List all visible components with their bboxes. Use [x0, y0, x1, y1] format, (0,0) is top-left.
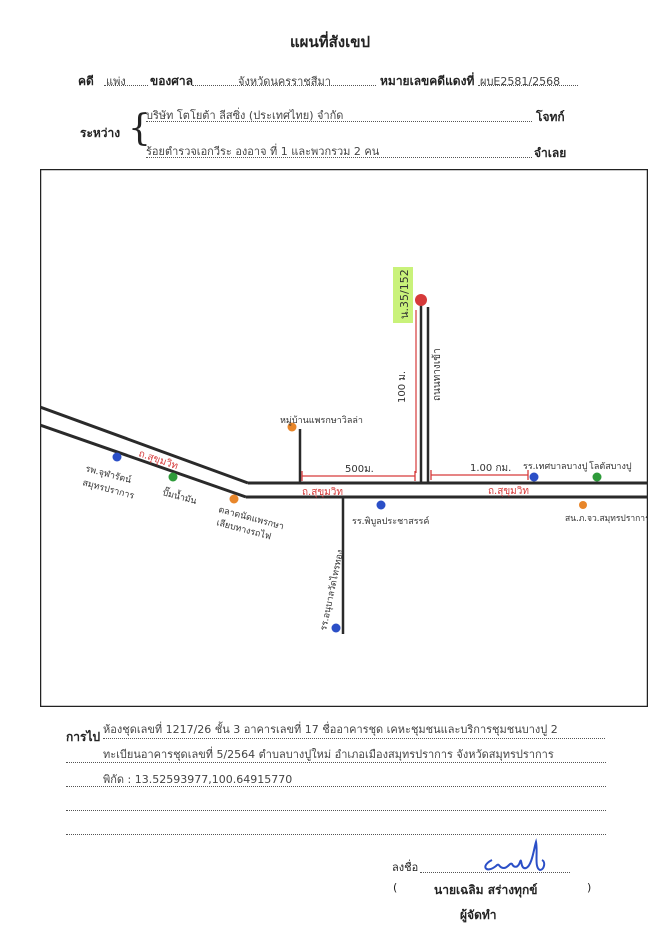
school-bottom-marker [331, 623, 341, 633]
defendant-role: จำเลย [534, 146, 567, 160]
pump-marker [168, 472, 178, 482]
road-name-center: ถ.สุขุมวิท [302, 487, 343, 498]
between-label: ระหว่าง [80, 126, 121, 140]
school-center-marker [376, 500, 386, 510]
sign-label: ลงชื่อ [392, 861, 419, 874]
signer-name: นายเฉลิม สร่างทุกข์ [434, 883, 538, 897]
landmark-station: สน.ภ.จว.สมุทรปราการ [565, 514, 648, 524]
case-label: คดี [78, 74, 94, 88]
target-highlight [393, 267, 413, 323]
case-type: แพ่ง [106, 75, 126, 88]
building-marker [287, 422, 297, 432]
brace: { [128, 108, 151, 149]
diagonal-road-top [40, 405, 249, 485]
landmark-lotus: โลตัสบางปู [589, 461, 632, 472]
page-title: แผนที่สังเขป [290, 33, 370, 51]
dist-left-label: 500ม. [345, 464, 374, 475]
directions-line1: ห้องชุดเลขที่ 1217/26 ชั้น 3 อาคารเลขที่… [103, 723, 558, 736]
directions-line2: ทะเบียนอาคารชุดเลขที่ 5/2564 ตำบลบางปูให… [103, 748, 554, 761]
road-vertical-label: ถนนทางเข้า [431, 348, 443, 401]
plaintiff-role: โจทก์ [536, 110, 565, 124]
road-name-right: ถ.สุขุมวิท [488, 486, 529, 497]
court-name: จังหวัดนครราชสีมา [238, 75, 331, 88]
dist-right-label: 1.00 กม. [470, 463, 511, 474]
plaintiff-name: บริษัท โตโยต้า ลีสซิ่ง (ประเทศไทย) จำกัด [146, 109, 344, 122]
hospital-marker [112, 452, 122, 462]
target-marker [415, 294, 427, 306]
signer-paren-open: ( [393, 881, 398, 894]
target-label: น.35/152 [398, 269, 411, 319]
landmark-building: หมู่บ้านแพรกษาวิลล่า [280, 415, 363, 426]
station-marker [579, 501, 587, 509]
signature-mark [484, 838, 546, 872]
defendant-name: ร้อยตำรวจเอกวีระ องอาจ ที่ 1 และพวกรวม 2… [146, 145, 380, 158]
directions-coordinates: พิกัด : 13.52593977,100.64915770 [103, 773, 293, 786]
sketch-map: น.35/152 ถนนทางเข้า 100 ม. 500ม. 1.00 กม… [40, 169, 648, 707]
red-case-label: หมายเลขคดีแดงที่ [380, 74, 475, 88]
school-right-marker [529, 472, 539, 482]
lotus-marker [592, 472, 602, 482]
court-label: ของศาล [150, 74, 193, 88]
dist-vertical-label: 100 ม. [397, 371, 408, 403]
landmark-school-right: รร.เทศบาลบางปู [523, 462, 588, 472]
signer-paren-close: ) [587, 881, 592, 894]
diagonal-road-bottom [40, 423, 247, 499]
signer-title: ผู้จัดทำ [460, 908, 497, 922]
landmark-school-center: รร.พิบูลประชาสรรค์ [352, 515, 429, 527]
to-label: การไป [66, 730, 101, 744]
red-case-number: ผบE2581/2568 [480, 75, 561, 88]
market-marker [229, 494, 239, 504]
